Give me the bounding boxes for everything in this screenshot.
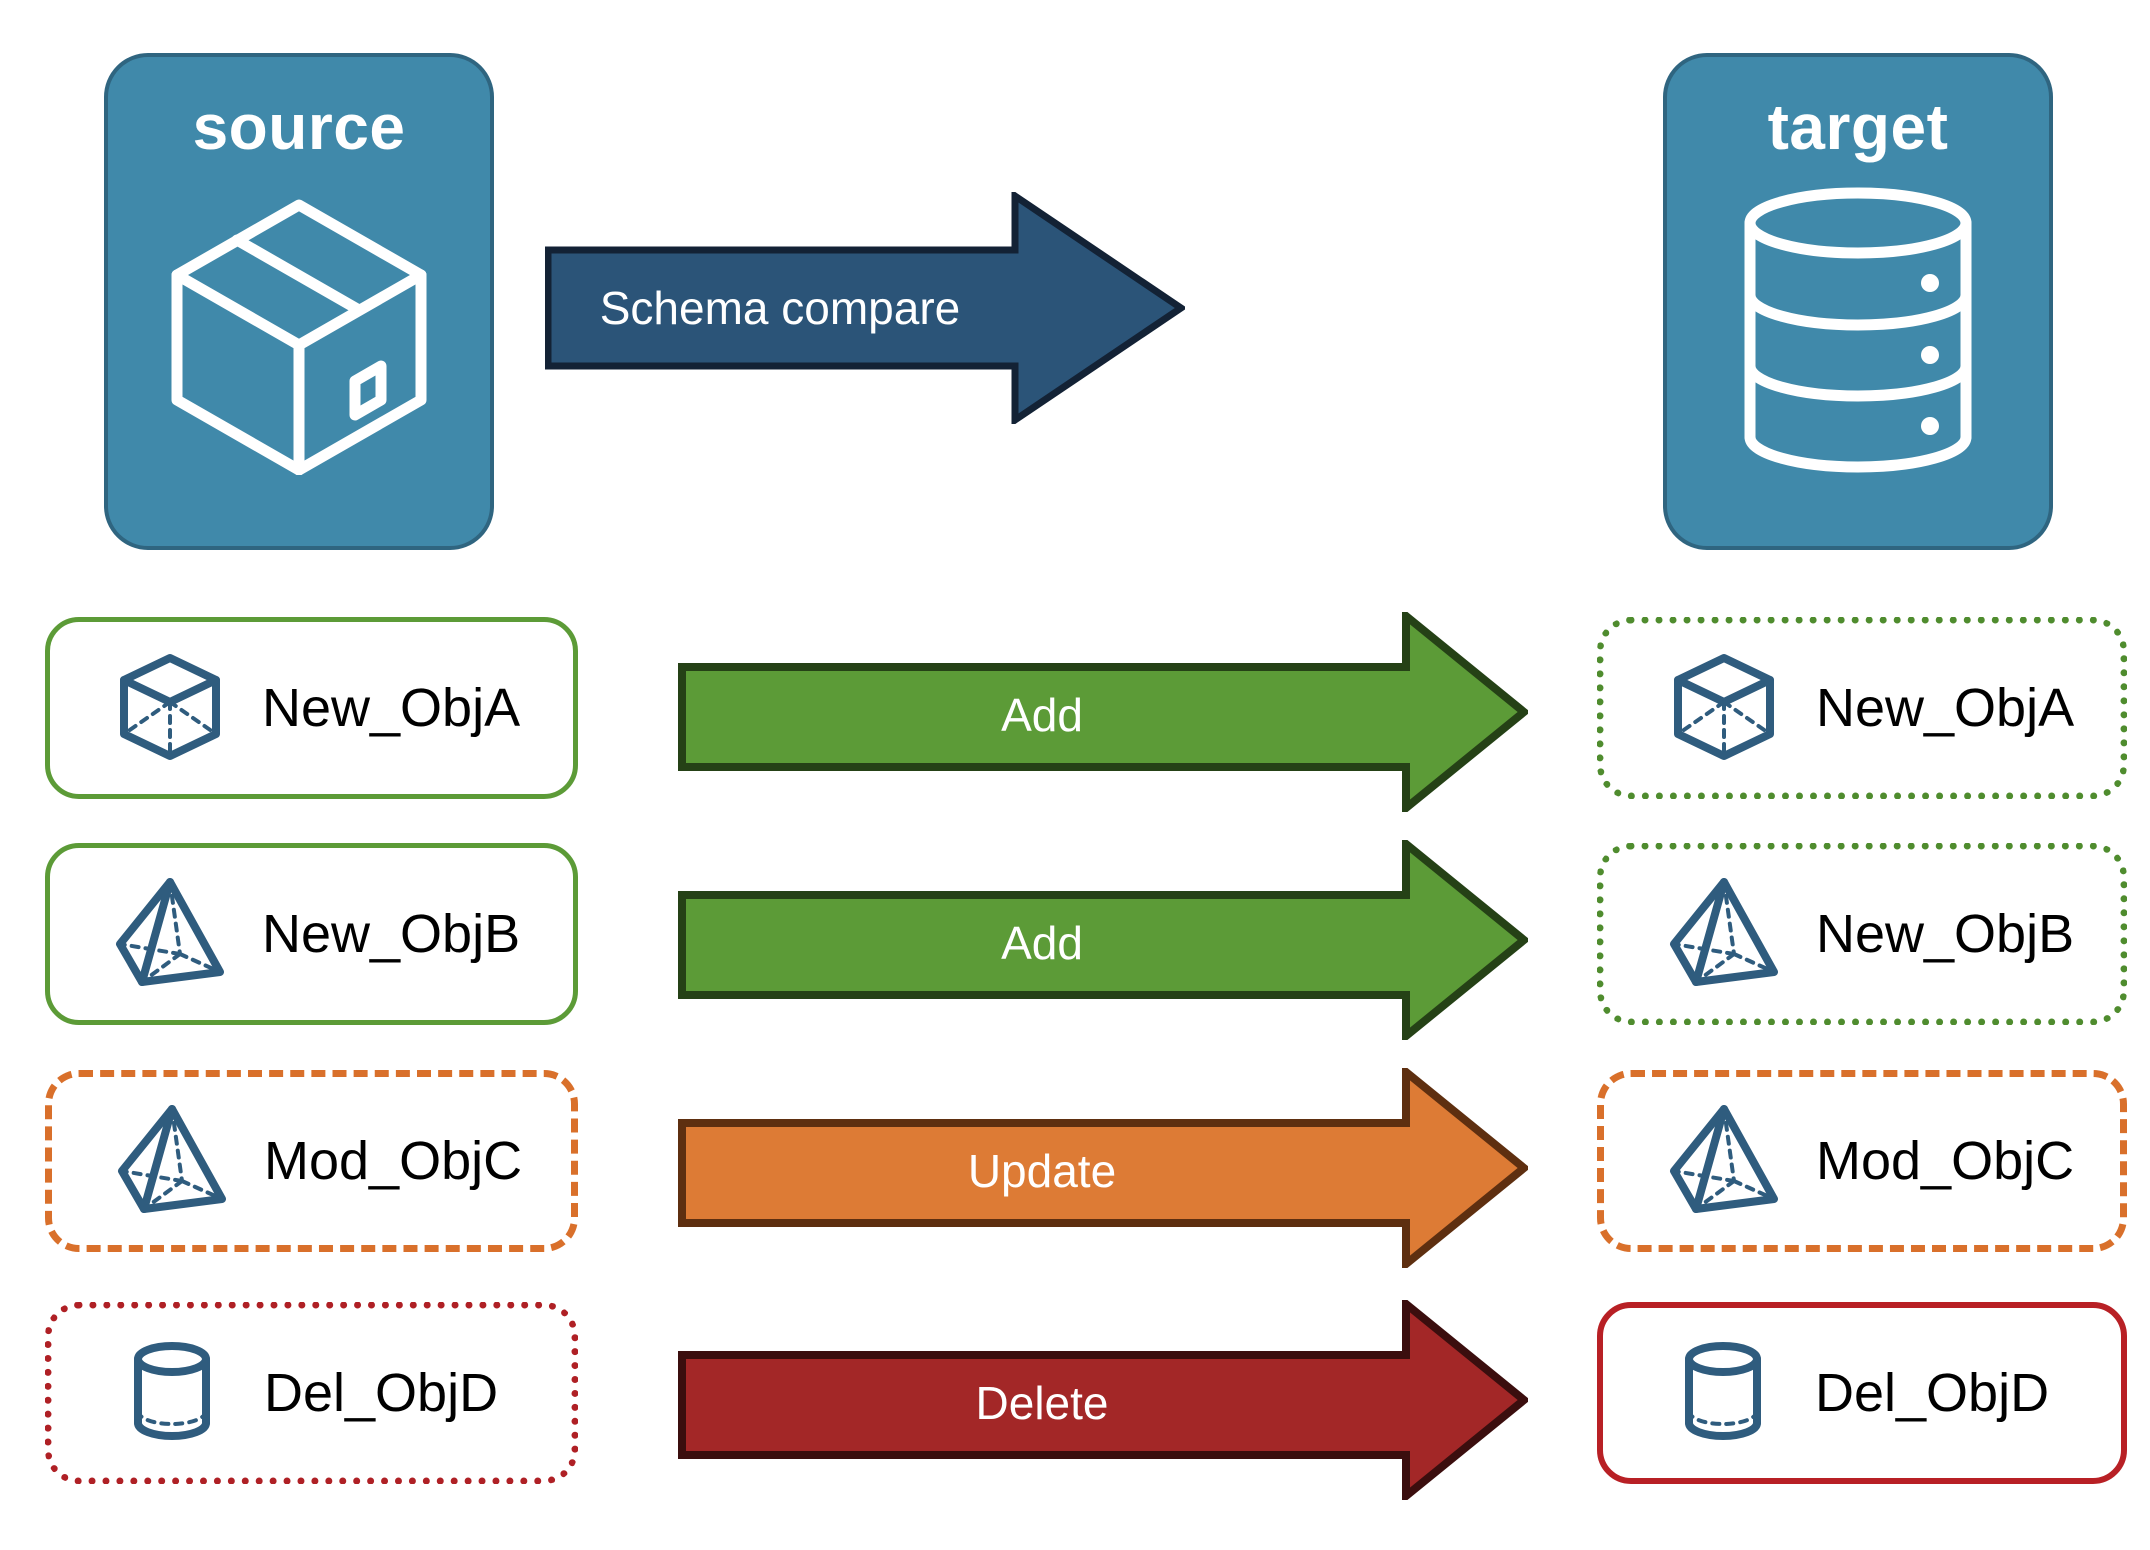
wireframe-cylinder-icon: [1665, 1333, 1781, 1454]
source-object-label-4: Del_ObjD: [264, 1363, 499, 1423]
target-object-label-4: Del_ObjD: [1815, 1363, 2050, 1423]
source-object-label-1: New_ObjA: [262, 678, 521, 738]
source-object-label-3: Mod_ObjC: [264, 1131, 523, 1191]
target-object-card-1[interactable]: New_ObjA: [1597, 617, 2127, 799]
source-object-card-2[interactable]: New_ObjB: [45, 843, 578, 1025]
target-object-label-3: Mod_ObjC: [1816, 1131, 2075, 1191]
source-object-label-2: New_ObjB: [262, 904, 521, 964]
wireframe-pyramid-icon: [1666, 874, 1782, 995]
wireframe-pyramid-icon: [114, 1101, 230, 1222]
target-object-card-4[interactable]: Del_ObjD: [1597, 1302, 2127, 1484]
database-cylinder-icon: [1733, 185, 1983, 480]
target-object-card-3[interactable]: Mod_ObjC: [1597, 1070, 2127, 1252]
target-endpoint-card[interactable]: target: [1663, 53, 2053, 550]
schema-compare-arrow[interactable]: Schema compare: [545, 192, 1185, 424]
target-object-label-1: New_ObjA: [1816, 678, 2075, 738]
wireframe-pyramid-icon: [1666, 1101, 1782, 1222]
add-arrow-1[interactable]: Add: [678, 612, 1528, 812]
wireframe-pyramid-icon: [112, 874, 228, 995]
source-object-card-1[interactable]: New_ObjA: [45, 617, 578, 799]
update-arrow-3[interactable]: Update: [678, 1068, 1528, 1268]
wireframe-cube-icon: [112, 648, 228, 769]
target-title: target: [1767, 91, 1949, 163]
source-object-card-4[interactable]: Del_ObjD: [45, 1302, 578, 1484]
source-endpoint-card[interactable]: source: [104, 53, 494, 550]
wireframe-cube-icon: [1666, 648, 1782, 769]
source-object-card-3[interactable]: Mod_ObjC: [45, 1070, 578, 1252]
package-box-icon: [159, 185, 439, 480]
source-title: source: [192, 91, 406, 163]
delete-arrow-4[interactable]: Delete: [678, 1300, 1528, 1500]
add-arrow-2[interactable]: Add: [678, 840, 1528, 1040]
wireframe-cylinder-icon: [114, 1333, 230, 1454]
target-object-card-2[interactable]: New_ObjB: [1597, 843, 2127, 1025]
target-object-label-2: New_ObjB: [1816, 904, 2075, 964]
